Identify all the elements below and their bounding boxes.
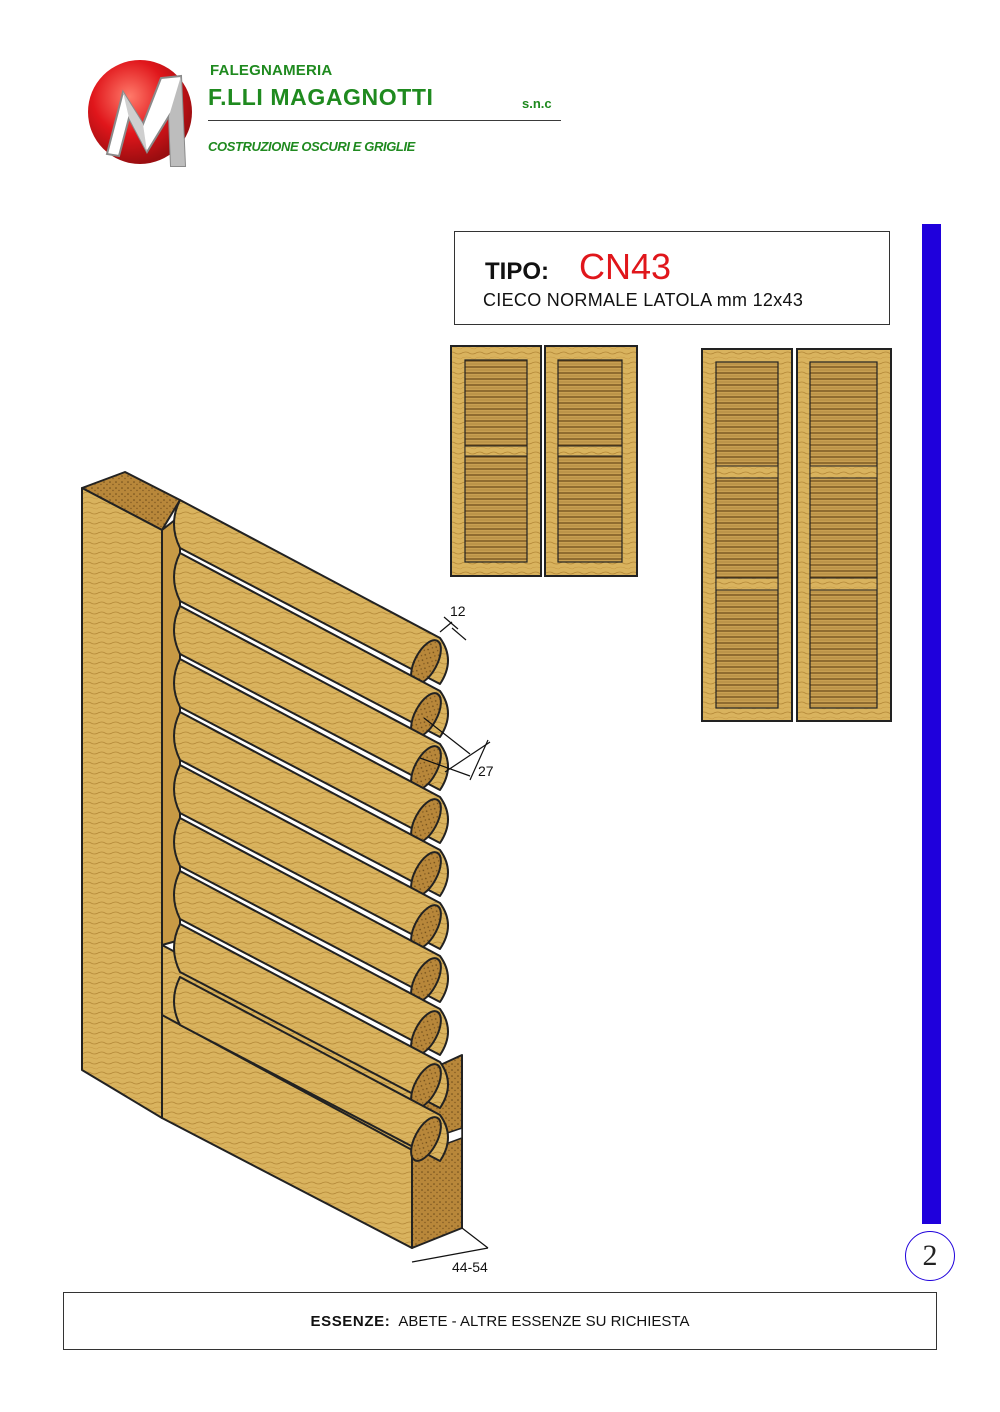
side-accent-bar [922,224,941,1224]
page-number: 2 [905,1231,955,1281]
small-shutter-drawing [450,345,638,577]
brand-tagline: COSTRUZIONE OSCURI E GRIGLIE [208,139,415,154]
slat [173,499,449,685]
slat [173,711,449,897]
section-drawing [81,471,463,1249]
slat [173,605,449,791]
slat [173,764,449,950]
brand-divider [208,120,561,121]
slat [173,552,449,738]
essenze-label: ESSENZE: [310,1312,391,1330]
brand-line1: FALEGNAMERIA [210,62,333,79]
company-logo-icon [88,60,192,167]
dim-slat-spacing: 27 [478,763,494,779]
brand-name: F.LLI MAGAGNOTTI [208,84,434,110]
slat [173,923,449,1109]
slat-stack [173,499,449,1162]
brand-suffix: s.n.c [522,96,552,111]
slat [173,817,449,1003]
dimension-lines [411,616,491,1263]
type-description: CIECO NORMALE LATOLA mm 12x43 [483,290,804,310]
essenze-text: ABETE - ALTRE ESSENZE SU RICHIESTA [398,1312,690,1330]
type-code: CN43 [579,246,672,287]
dim-slat-thickness: 12 [450,603,466,619]
essenze-box: ESSENZE: ABETE - ALTRE ESSENZE SU RICHIE… [63,1292,937,1350]
slat [173,870,449,1056]
slat [173,658,449,844]
type-label: TIPO: [485,258,549,285]
tall-shutter-drawing [701,348,892,722]
type-box: TIPO: CN43 CIECO NORMALE LATOLA mm 12x43 [454,231,890,325]
dim-frame-depth: 44-54 [452,1259,488,1275]
slat [173,976,449,1162]
slat-end [410,1116,442,1162]
